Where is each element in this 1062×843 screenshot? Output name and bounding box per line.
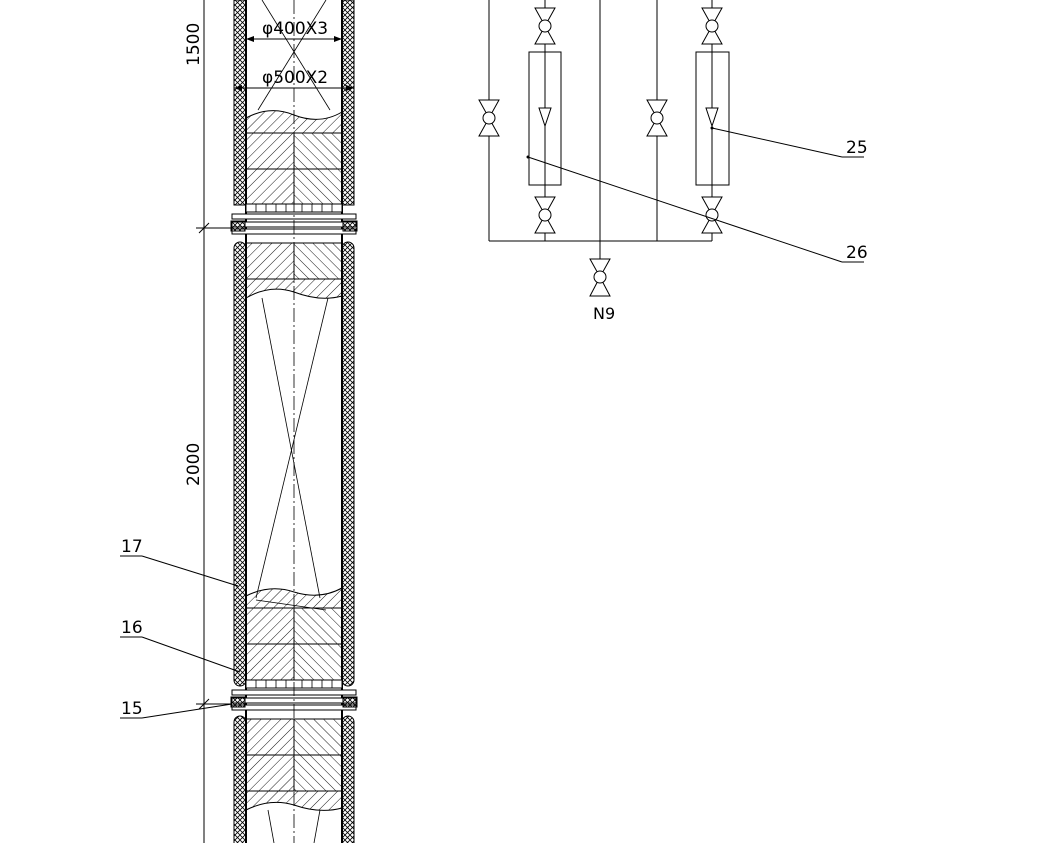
nozzle-label-n9: N9 xyxy=(593,304,615,323)
valves xyxy=(478,7,723,297)
dimension-label-2000: 2000 xyxy=(184,443,204,486)
distillation-column: φ400X3 φ500X2 1500 2000 17 16 15 xyxy=(120,0,358,843)
insulation-walls xyxy=(233,0,355,843)
callout-26: 26 xyxy=(846,243,868,263)
callout-17: 17 xyxy=(121,537,143,557)
piping-schematic: N9 25 26 xyxy=(478,0,868,323)
packing-sections xyxy=(245,110,343,811)
diameter-label-bottom: φ500X2 xyxy=(262,68,328,88)
height-dimensions: 1500 2000 xyxy=(184,0,232,843)
column-callouts: 17 16 15 xyxy=(120,537,241,719)
distributor-lines xyxy=(255,0,331,843)
diameter-label-top: φ400X3 xyxy=(262,19,328,39)
piping-callouts: 25 26 xyxy=(526,126,868,263)
dimension-label-1500: 1500 xyxy=(184,23,204,66)
diameter-dimensions: φ400X3 φ500X2 xyxy=(234,19,354,91)
callout-16: 16 xyxy=(121,618,143,638)
callout-15: 15 xyxy=(121,699,143,719)
callout-25: 25 xyxy=(846,138,868,158)
